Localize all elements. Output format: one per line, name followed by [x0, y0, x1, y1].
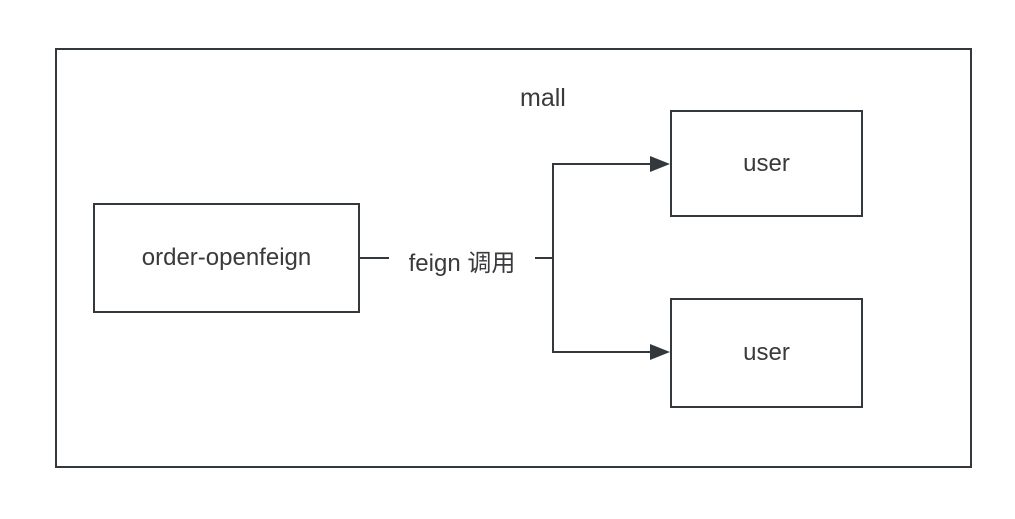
- node-order-openfeign: order-openfeign: [93, 203, 360, 313]
- edge-branch-bottom-line: [553, 351, 650, 353]
- node-user-bottom: user: [670, 298, 863, 408]
- edge-feign-label: feign 调用: [389, 243, 535, 278]
- arrowhead-bottom-icon: [650, 344, 670, 360]
- edge-branch-top-line: [553, 163, 650, 165]
- edge-junction-line: [552, 163, 554, 353]
- container-label: mall: [520, 84, 566, 112]
- arrowhead-top-icon: [650, 156, 670, 172]
- node-order-openfeign-label: order-openfeign: [141, 244, 312, 271]
- node-user-top-label: user: [743, 149, 790, 177]
- node-user-top: user: [670, 110, 863, 217]
- node-user-bottom-label: user: [743, 339, 790, 366]
